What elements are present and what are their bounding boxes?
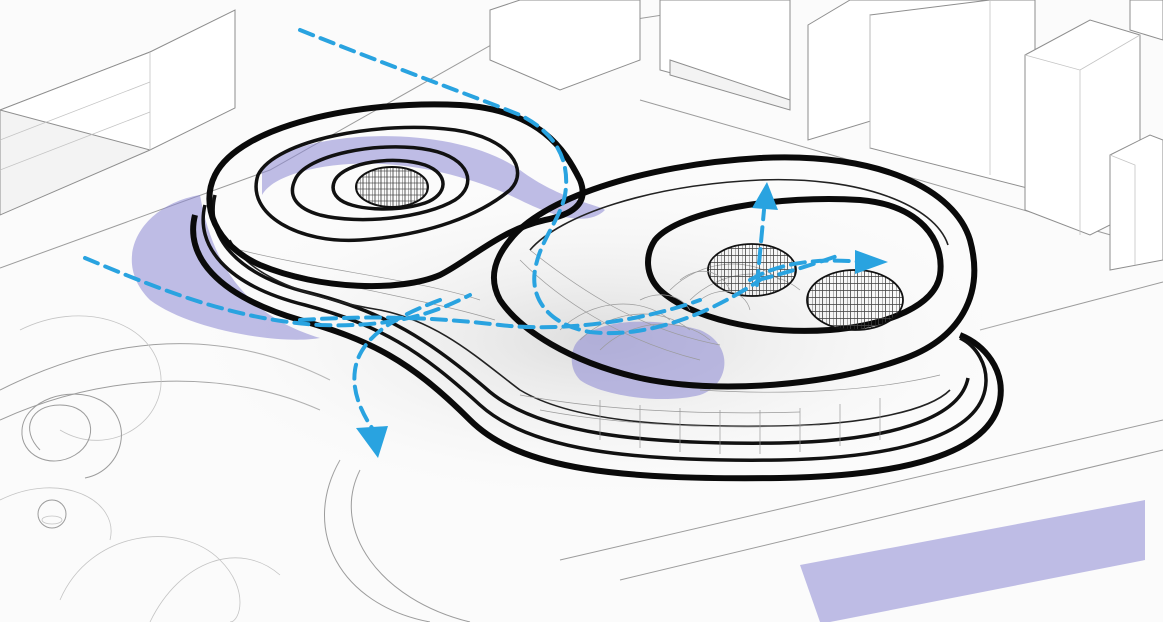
building-top-4 [869,0,1036,191]
void-left-patch [131,195,320,340]
void-upper-ring [262,136,605,219]
right-lobe-dome-1 [707,243,797,297]
building-far-right [1129,0,1163,41]
context-buildings [0,0,1163,271]
right-lobe-roof-inner [529,178,949,251]
building-right-2-edge [1109,154,1136,265]
right-lobe-lattice [639,271,751,311]
mesh-arch-3 [599,323,711,351]
mesh-vertical-set [599,398,881,454]
arrow-head-down [356,426,388,458]
flow-path-north-entry [298,28,762,336]
plot-edge-lower-2 [619,449,1163,581]
arrow-head-up [752,182,778,210]
landscape-spiral [21,393,122,479]
flow-path-right-branch [756,253,842,282]
flow-path-west-entry [83,256,472,328]
flow-path-cross [298,298,702,330]
paved-area-lower-right [800,500,1145,622]
building-left-lines [0,52,151,171]
left-lobe-ring-1 [254,125,520,243]
building-right-2 [1109,134,1163,271]
landscape-curve-2 [59,536,241,622]
mesh-line-1 [239,249,481,301]
flow-path-down-exit [352,298,442,430]
arrow-head-east [855,250,888,274]
interior-structure [239,249,941,454]
left-lobe-oculus [355,166,429,208]
path-curve-front-2 [324,459,431,622]
building-top-4-edge [869,0,991,175]
right-lobe-roof-edge [490,154,978,390]
building-envelope [190,194,1004,482]
outline-base-middle [201,204,988,462]
circulation-flows [83,28,888,458]
landscape-curve-4 [0,487,112,541]
left-lobe [206,101,586,290]
building-top-2-face [669,59,791,111]
mesh-line-7 [699,374,941,393]
right-lobe [490,154,978,390]
outline-base-upper [211,194,970,445]
left-lobe-ring-3 [331,158,445,211]
left-lobe-roof-edge [206,101,586,290]
landscape-tree-base [41,515,63,525]
mesh-line-6 [539,409,821,428]
building-left-top [0,9,236,151]
building-right-1-edge [1024,34,1141,235]
building-top-1 [489,0,641,91]
landscape-curve-3 [149,557,281,622]
mesh-line-4 [529,249,721,346]
landscape-curve-1 [19,315,162,441]
outline-base-lower [190,214,1004,482]
right-lobe-dome-2 [806,269,904,331]
mesh-line-5 [519,394,801,414]
path-curve-front [350,469,471,622]
flow-path-up [755,208,766,287]
void-center-patch [571,321,725,400]
plot-edge-lower [559,419,1163,561]
left-lobe-ring-2 [290,145,470,222]
outline-base-inner [229,239,951,428]
landscape-tree [37,499,67,529]
